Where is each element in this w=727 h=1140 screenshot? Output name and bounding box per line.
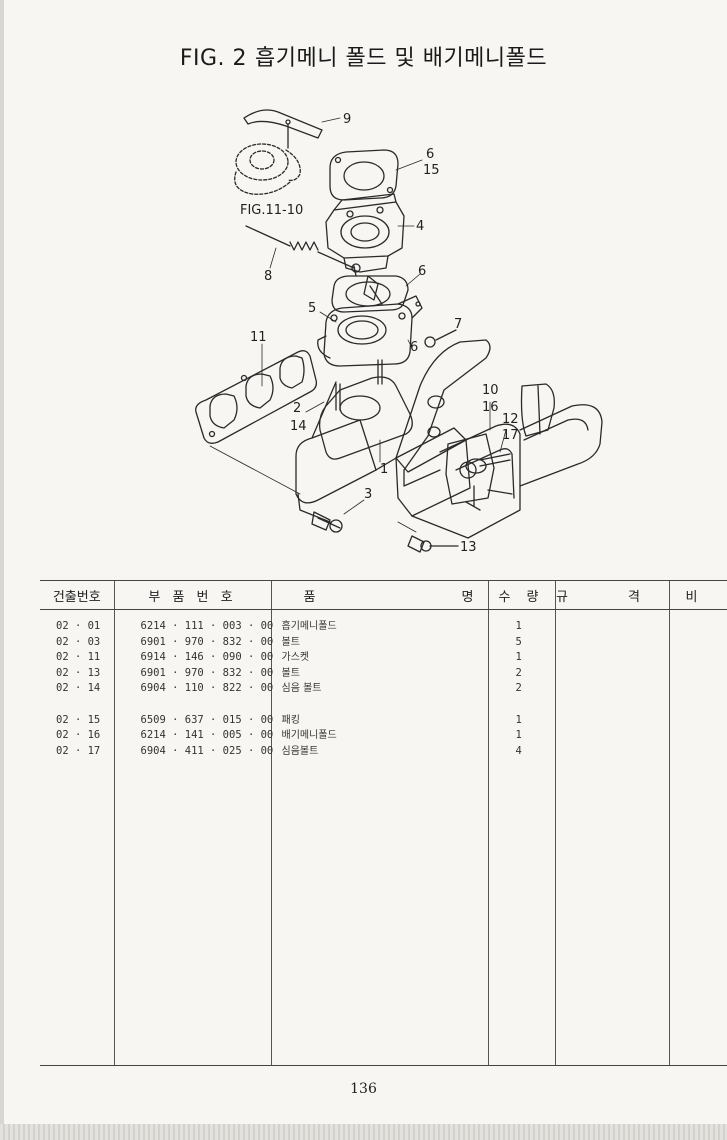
header-part-name-left: 품 (303, 589, 316, 605)
table-cell-part-no: 6901 · 970 · 832 · 00 (140, 635, 274, 648)
table-cell-part-no: 6904 · 411 · 025 · 00 (140, 744, 274, 757)
callout-16: 16 (482, 400, 499, 415)
table-cell-quantity: 1 (515, 620, 522, 632)
part-reference-fig11-10 (234, 143, 301, 195)
part-studs-2-14 (335, 359, 383, 411)
part-gasket-6-15 (329, 149, 399, 201)
part-bracket-9 (243, 109, 323, 149)
part-spring-8 (245, 225, 361, 273)
exploded-parts-diagram: 9 6 15 4 8 6 5 7 11 6 10 16 12 17 2 14 1… (195, 109, 603, 555)
table-cell-quantity: 2 (515, 666, 522, 679)
callout-10: 10 (482, 383, 499, 398)
table-cell-index-no: 02 · 15 (56, 713, 101, 726)
row-gap (40, 697, 114, 713)
parts-list-table: 건출번호 부 품 번 호 품명 수 량 규 격 비 고 02 · 01 02 ·… (40, 580, 727, 1066)
callout-6-top: 6 (426, 147, 434, 162)
table-cell-index-no: 02 · 11 (56, 651, 101, 664)
table-cell-part-no: 6509 · 637 · 015 · 00 (140, 713, 274, 726)
part-exhaust-manifold-16 (395, 383, 603, 539)
callout-7: 7 (454, 317, 462, 332)
column-index-no: 02 · 01 02 · 03 02 · 11 02 · 13 02 · 14 … (40, 610, 114, 1067)
callout-6-lower: 6 (410, 340, 418, 355)
callout-8: 8 (264, 269, 272, 284)
table-cell-part-name: 패킹 (281, 714, 300, 726)
header-part-name-right: 명 (461, 589, 474, 605)
callout-9: 9 (343, 112, 351, 127)
table-cell-index-no: 02 · 16 (56, 729, 101, 742)
table-cell-part-no: 6214 · 141 · 005 · 00 (140, 729, 274, 742)
header-remarks: 비 고 (668, 580, 727, 610)
table-cell-quantity: 1 (515, 713, 522, 726)
row-gap (272, 697, 488, 713)
header-spec: 규 격 (554, 580, 669, 610)
title-exhaust-manifold: 배기메니폴드 (422, 46, 548, 71)
leader-lines (209, 117, 507, 533)
table-cell-part-name: 배기메니폴드 (281, 730, 337, 742)
callout-13: 13 (460, 540, 477, 555)
table-body-row: 02 · 01 02 · 03 02 · 11 02 · 13 02 · 14 … (40, 609, 727, 1067)
figure-title: FIG. 2 흡기메니 폴드 및 배기메니폴드 (0, 40, 727, 72)
table-cell-quantity: 4 (515, 744, 522, 757)
table-cell-part-name: 심음 볼트 (281, 683, 322, 695)
table-cell-index-no: 02 · 13 (56, 666, 101, 679)
callout-1: 1 (380, 462, 388, 477)
row-gap (115, 697, 271, 713)
part-bolt-7 (424, 329, 457, 348)
part-bolt-13 (407, 535, 459, 553)
table-header-row: 건출번호 부 품 번 호 품명 수 량 규 격 비 고 (40, 580, 727, 610)
callout-3: 3 (364, 487, 372, 502)
table-cell-quantity: 1 (515, 729, 522, 742)
callout-17: 17 (502, 428, 519, 443)
table-cell-index-no: 02 · 03 (56, 635, 101, 648)
callout-11: 11 (250, 330, 267, 345)
title-intake-manifold: 흡기메니 폴드 (255, 46, 387, 71)
part-intake-gasket-11 (195, 350, 318, 444)
part-exhaust-flange-12-17 (445, 433, 513, 511)
reference-fig11-10: FIG.11-10 (240, 203, 303, 218)
column-remarks (668, 609, 727, 1066)
table-cell-quantity: 5 (515, 635, 522, 648)
part-bolt-3 (311, 511, 343, 533)
callout-6-middle: 6 (418, 264, 426, 279)
column-spec (554, 609, 669, 1066)
column-part-name: 흡기메니폴드 볼트 가스켓 볼트 심음 볼트 패킹 배기메니폴드 심음볼트 (270, 609, 488, 1066)
table-cell-part-name: 가스켓 (281, 652, 310, 664)
table-cell-part-name: 심음볼트 (281, 745, 319, 757)
header-quantity: 수 량 (487, 580, 555, 610)
page-number: 136 (350, 1081, 377, 1097)
table-cell-part-no: 6914 · 146 · 090 · 00 (140, 651, 274, 664)
header-index-no: 건출번호 (40, 580, 114, 610)
callout-12: 12 (502, 412, 519, 427)
column-quantity: 1 5 1 2 2 1 1 4 (487, 609, 555, 1066)
table-cell-index-no: 02 · 01 (56, 620, 101, 632)
callout-14: 14 (290, 419, 307, 434)
scan-edge-strip (0, 1124, 727, 1140)
part-spacer-4 (325, 193, 405, 277)
table-cell-index-no: 02 · 17 (56, 744, 101, 757)
title-conjunction: 및 (394, 46, 416, 71)
table-cell-index-no: 02 · 14 (56, 682, 101, 695)
bottom-rule (40, 1065, 727, 1066)
table-cell-part-name: 볼트 (281, 636, 300, 648)
row-gap (489, 697, 555, 713)
table-cell-part-name: 흡기메니폴드 (281, 621, 337, 632)
header-part-no: 부 품 번 호 (113, 580, 271, 610)
part-intake-manifold-1 (295, 339, 491, 523)
column-part-no: 6214 · 111 · 003 · 00 6901 · 970 · 832 ·… (113, 609, 274, 1066)
callout-5: 5 (308, 301, 316, 316)
table-cell-part-no: 6214 · 111 · 003 · 00 (140, 620, 274, 632)
callout-4: 4 (416, 219, 424, 234)
page-edge (0, 0, 4, 1140)
table-cell-quantity: 1 (515, 651, 522, 664)
table-cell-part-no: 6901 · 970 · 832 · 00 (140, 666, 274, 679)
table-cell-part-name: 볼트 (281, 667, 300, 679)
figure-label: FIG. 2 (179, 46, 248, 71)
table-cell-part-no: 6904 · 110 · 822 · 00 (140, 682, 274, 695)
callout-15: 15 (423, 163, 440, 178)
table-cell-quantity: 2 (515, 682, 522, 695)
callout-2: 2 (293, 401, 301, 416)
part-link-lever (363, 275, 383, 305)
